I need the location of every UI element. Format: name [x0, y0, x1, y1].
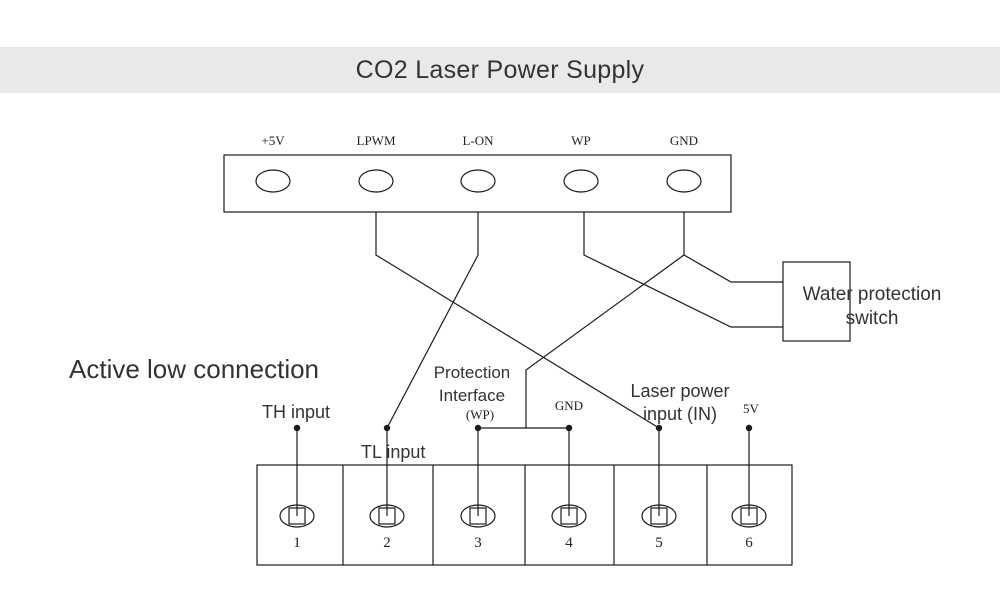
bottom-terminal-screw-3 — [469, 507, 487, 525]
junction-dot-5 — [655, 424, 663, 432]
protection-label-line2: Interface — [439, 386, 505, 405]
bottom-terminal-screw-6 — [740, 507, 758, 525]
pin-number-5: 5 — [655, 535, 663, 551]
top-label-gnd: GND — [670, 133, 698, 148]
pin-number-6: 6 — [745, 535, 753, 551]
top-terminal-hole-lon — [460, 169, 496, 193]
top-terminal-hole-lpwm — [358, 169, 394, 193]
bottom-terminal-screw-4 — [560, 507, 578, 525]
top-label-5v: +5V — [261, 133, 285, 148]
gnd-label: GND — [555, 398, 583, 413]
top-terminal-hole-5v — [255, 169, 291, 193]
top-terminal-hole-wp — [563, 169, 599, 193]
protection-label-line3: (WP) — [466, 407, 494, 422]
pin-number-1: 1 — [293, 535, 301, 551]
wire-lpwm-to-laser-input — [375, 212, 660, 429]
pin-number-3: 3 — [474, 535, 482, 551]
top-label-lon: L-ON — [462, 133, 494, 148]
five-v-label: 5V — [743, 401, 760, 416]
bottom-terminal-hole-4 — [551, 504, 587, 528]
bottom-terminal-hole-2 — [369, 504, 405, 528]
wire-wp-to-switch — [583, 212, 783, 328]
page-title: CO2 Laser Power Supply — [355, 56, 645, 84]
junction-dot-6 — [745, 424, 753, 432]
junction-dot-4 — [565, 424, 573, 432]
section-heading: Active low connection — [69, 354, 319, 384]
water-switch-label-line1: Water protection — [803, 284, 942, 305]
wire-gnd-to-protection — [525, 254, 685, 428]
tl-input-label: TL input — [361, 442, 425, 462]
bottom-terminal-screw-2 — [378, 507, 396, 525]
junction-dot-3 — [474, 424, 482, 432]
bottom-terminal-hole-5 — [641, 504, 677, 528]
water-switch-box — [782, 261, 851, 342]
top-connector-box — [223, 154, 732, 213]
bottom-terminal-hole-1 — [279, 504, 315, 528]
pin-number-4: 4 — [565, 535, 573, 551]
title-band: CO2 Laser Power Supply — [0, 47, 1000, 93]
wire-lon-to-tl-input — [386, 212, 479, 429]
wire-gnd-to-switch — [683, 212, 783, 283]
top-terminal-hole-gnd — [666, 169, 702, 193]
junction-dot-2 — [383, 424, 391, 432]
water-switch-label-line2: switch — [846, 308, 899, 329]
bottom-terminal-screw-1 — [288, 507, 306, 525]
bottom-terminal-hole-6 — [731, 504, 767, 528]
laser-label-line1: Laser power — [630, 381, 729, 401]
bottom-terminal-hole-3 — [460, 504, 496, 528]
protection-label-line1: Protection — [434, 363, 511, 382]
top-label-lpwm: LPWM — [357, 133, 396, 148]
laser-label-line2: input (IN) — [643, 404, 717, 424]
pin-number-2: 2 — [383, 535, 391, 551]
th-input-label: TH input — [262, 402, 330, 422]
bottom-terminal-screw-5 — [650, 507, 668, 525]
top-label-wp: WP — [571, 133, 591, 148]
junction-dot-1 — [293, 424, 301, 432]
